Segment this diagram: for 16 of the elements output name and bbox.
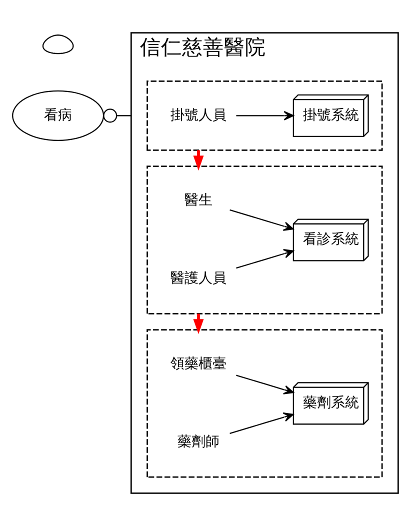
cluster <box>146 166 383 314</box>
node-text: 藥劑師 <box>177 434 220 450</box>
cluster <box>146 329 383 478</box>
node-text: 領藥櫃臺 <box>170 356 226 372</box>
cluster <box>146 80 383 151</box>
node-cloud <box>42 34 74 54</box>
node-ellipse: 看病 <box>12 90 104 141</box>
node-text: 掛號人員 <box>170 107 226 124</box>
arrow <box>236 110 294 120</box>
node-text: 醫生 <box>184 192 212 208</box>
arrow <box>230 412 294 434</box>
connector <box>103 108 132 123</box>
arrow <box>236 374 294 394</box>
node-text: 醫護人員 <box>170 270 226 287</box>
arrow <box>236 249 294 269</box>
arrow <box>230 209 294 231</box>
